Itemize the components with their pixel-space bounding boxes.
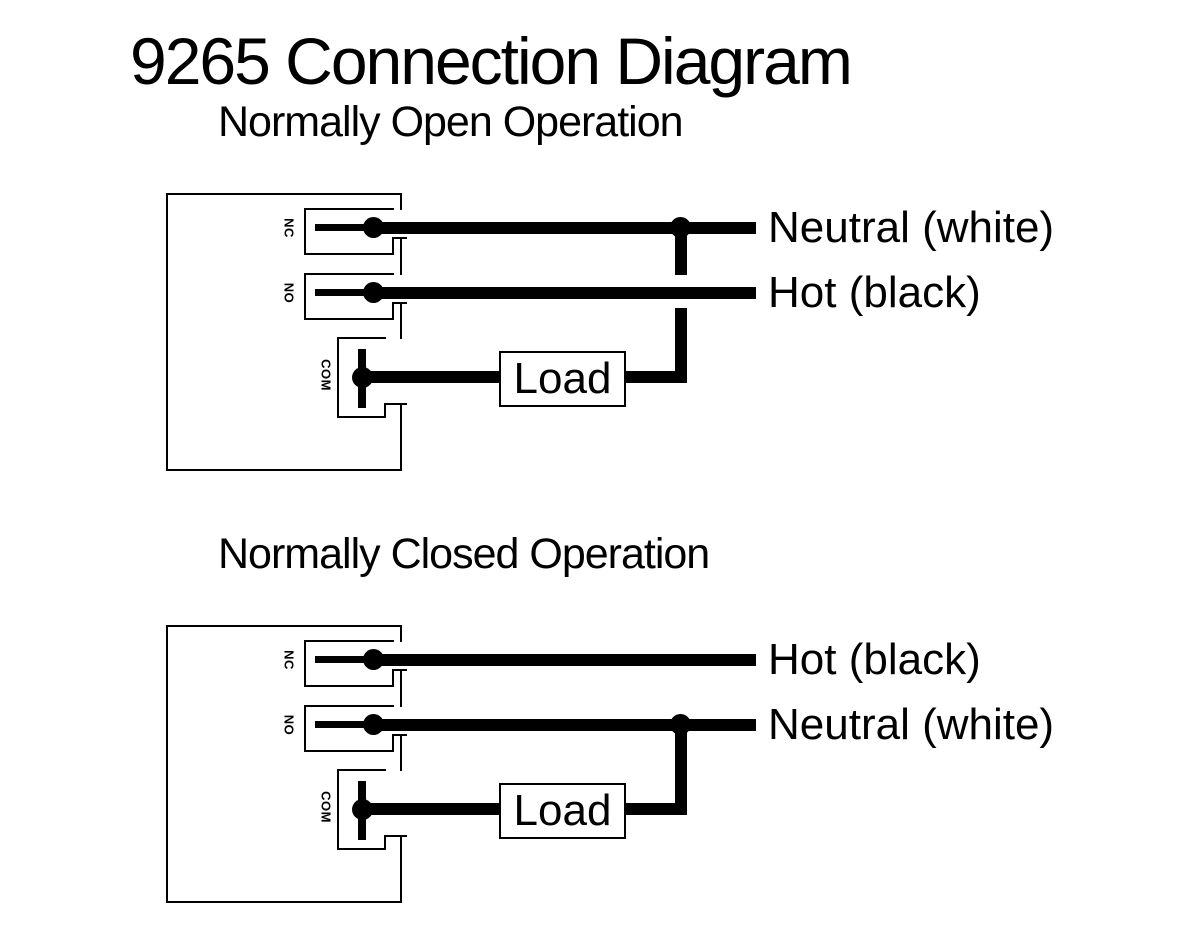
junction-dot bbox=[670, 217, 691, 238]
terminal-dot-no bbox=[363, 282, 384, 303]
terminal-label-com: COM bbox=[318, 791, 334, 823]
diagram-subtitle: Normally Closed Operation bbox=[218, 530, 710, 578]
terminal-dot-com bbox=[352, 367, 373, 388]
wire-vertical-lower bbox=[675, 308, 687, 383]
wire-no-neutral bbox=[373, 719, 756, 731]
wire-com-to-load bbox=[362, 803, 500, 815]
load-box: Load bbox=[499, 351, 626, 407]
terminal-label-no: NO bbox=[281, 282, 297, 304]
wire-label-neutral: Neutral (white) bbox=[768, 700, 1055, 749]
screw-slot-nc bbox=[315, 224, 374, 231]
wire-com-to-load bbox=[362, 371, 500, 383]
page-title: 9265 Connection Diagram bbox=[130, 24, 853, 98]
diagram-subtitle: Normally Open Operation bbox=[218, 98, 684, 146]
screw-slot-nc bbox=[315, 656, 374, 663]
terminal-dot-no bbox=[363, 714, 384, 735]
wire-label-hot: Hot (black) bbox=[768, 268, 981, 317]
terminal-label-no: NO bbox=[281, 714, 297, 736]
wire-load-return bbox=[624, 371, 687, 383]
terminal-dot-nc bbox=[363, 217, 384, 238]
wire-nc-neutral bbox=[373, 222, 756, 234]
wire-label-hot: Hot (black) bbox=[768, 635, 981, 684]
load-box: Load bbox=[499, 783, 626, 839]
wire-nc-hot bbox=[373, 654, 756, 666]
terminal-label-com: COM bbox=[318, 359, 334, 391]
wire-no-hot bbox=[373, 287, 756, 299]
screw-slot-no bbox=[315, 289, 374, 296]
wire-label-neutral: Neutral (white) bbox=[768, 203, 1055, 252]
wire-vertical-upper bbox=[675, 228, 687, 275]
wire-load-return bbox=[624, 803, 687, 815]
wire-vertical bbox=[675, 724, 687, 815]
load-label: Load bbox=[513, 354, 612, 403]
terminal-label-nc: NC bbox=[281, 218, 297, 238]
terminal-dot-com bbox=[352, 799, 373, 820]
load-label: Load bbox=[513, 786, 612, 835]
screw-slot-no bbox=[315, 721, 374, 728]
junction-dot bbox=[670, 714, 691, 735]
diagram-normally-closed: Normally Closed Operation NC NO COM Load… bbox=[0, 532, 1200, 915]
diagram-normally-open: Normally Open Operation NC NO COM Load N… bbox=[0, 100, 1200, 483]
terminal-label-nc: NC bbox=[281, 650, 297, 670]
terminal-dot-nc bbox=[363, 649, 384, 670]
